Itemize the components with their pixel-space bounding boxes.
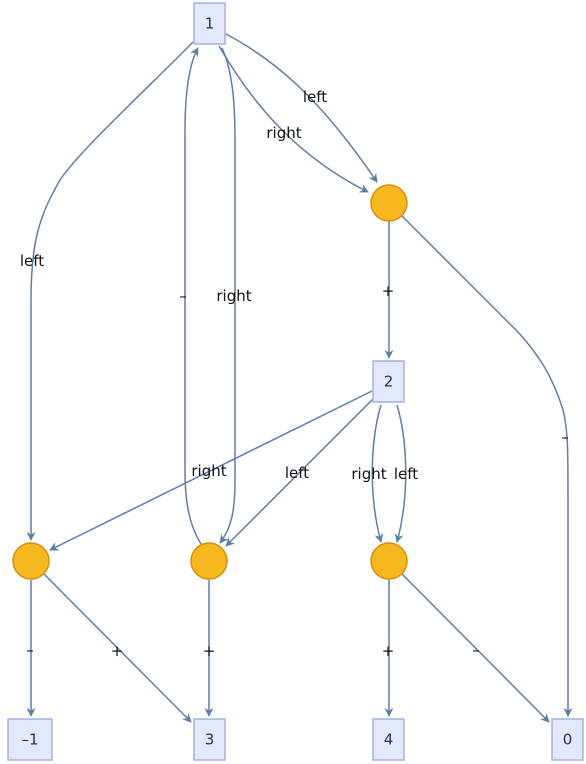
edge-2-to-circle3-right (371, 404, 384, 543)
edge-label: left (285, 464, 309, 482)
node-label: 1 (205, 15, 215, 33)
node-label: 2 (384, 373, 394, 391)
decision-node-right (370, 542, 408, 580)
edge-1-to-circle-left (26, 41, 194, 541)
edge-circle-left-to-3 (43, 573, 192, 723)
edge-label: + (203, 642, 216, 660)
decision-node-top (370, 184, 408, 222)
edge-2-to-circle3-left (394, 404, 407, 543)
decision-node-left (12, 542, 50, 580)
edge-circle2-to-1 (184, 47, 202, 545)
edge-2-to-circle-left (49, 390, 373, 551)
edge-label: left (303, 88, 327, 106)
edge-label: + (382, 642, 395, 660)
edge-label: – (26, 641, 34, 659)
edge-label: – (472, 641, 480, 659)
edge-label: + (382, 282, 395, 300)
node-4: 4 (372, 718, 405, 761)
edge-label: left (394, 465, 418, 483)
edge-label: right (191, 462, 226, 480)
value-nodes: 1 2 –1 3 4 0 (7, 2, 584, 761)
edge-1-to-circle2-right (219, 47, 236, 544)
edges (26, 33, 573, 723)
edge-2-to-circle2 (225, 398, 374, 547)
edge-circle1-to-0 (401, 215, 573, 717)
node-1: 1 (193, 2, 226, 45)
edge-label: right (351, 465, 386, 483)
edge-1-to-circle1-left (225, 33, 378, 183)
edge-label: right (266, 124, 301, 142)
node-3: 3 (193, 718, 226, 761)
decision-node-middle (190, 542, 228, 580)
edge-labels: left right left – right + – right left r… (20, 88, 569, 660)
node-label: –1 (21, 731, 38, 749)
node-minus-1: –1 (7, 718, 53, 761)
node-0: 0 (551, 718, 584, 761)
decision-nodes (12, 184, 408, 580)
edge-label: left (20, 252, 44, 270)
node-label: 0 (563, 731, 573, 749)
edge-label: + (111, 642, 124, 660)
edge-circle3-to-0 (401, 573, 550, 723)
edge-label: – (561, 428, 569, 446)
node-label: 4 (384, 731, 394, 749)
edge-label: right (216, 287, 251, 305)
node-2: 2 (372, 360, 405, 403)
edge-label: – (179, 287, 187, 305)
node-label: 3 (205, 731, 215, 749)
edge-1-to-circle1-right (218, 45, 369, 193)
